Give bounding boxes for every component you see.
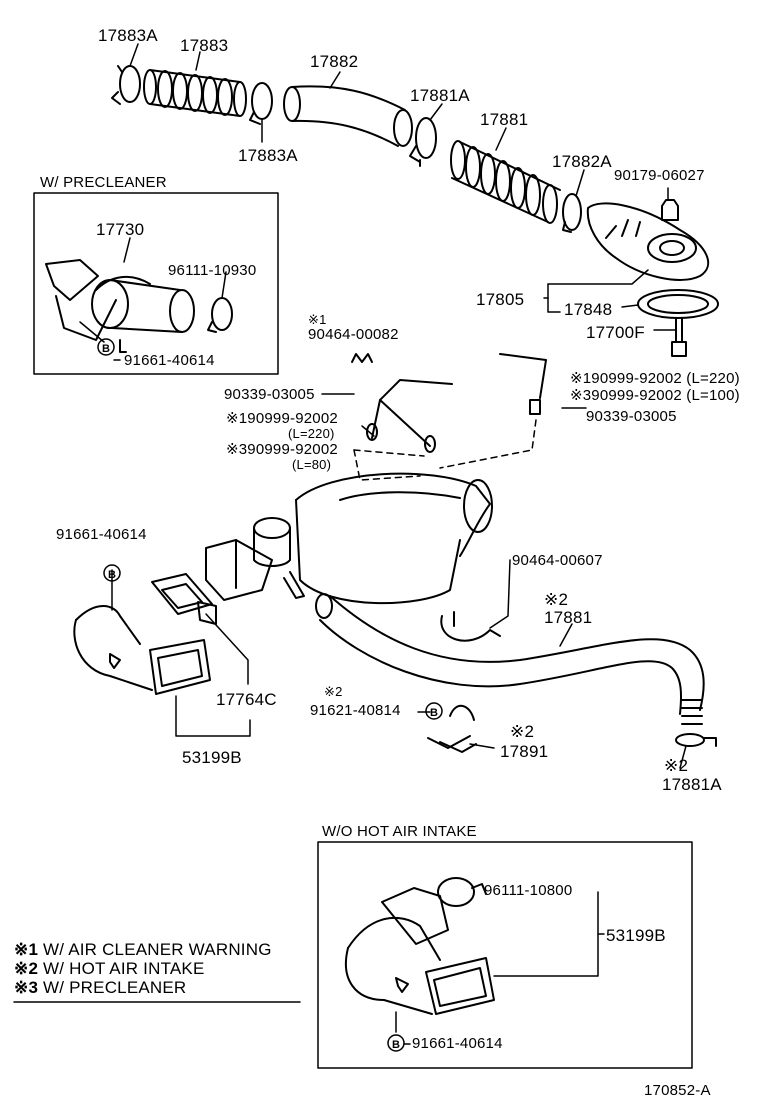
label-17882: 17882 (310, 52, 359, 71)
notes-legend: ※1 W/ AIR CLEANER WARNING ※2 W/ HOT AIR … (14, 940, 272, 997)
note-1-text: W/ AIR CLEANER WARNING (43, 940, 272, 959)
duct-53199b (73, 605, 211, 695)
label-91661-40614-bottom: 91661-40614 (412, 1035, 503, 1052)
label-17883: 17883 (180, 36, 229, 55)
label-l80: (L=80) (292, 457, 332, 472)
label-96111-10930: 96111-10930 (168, 262, 257, 279)
precleaner-17730 (45, 259, 195, 353)
pipe-17882 (283, 85, 413, 147)
clamp-17883a-right (249, 82, 273, 125)
bolt-symbol-precleaner: B (97, 338, 115, 356)
note-3: ※3 W/ PRECLEANER (14, 978, 272, 997)
air-cleaner-housing (205, 472, 493, 605)
label-17882a: 17882A (552, 152, 612, 171)
clamp-17883a-left (111, 65, 141, 105)
hose-17881-bellows (450, 140, 561, 224)
label-17848: 17848 (564, 300, 613, 319)
label-91661-40614-left: 91661-40614 (56, 526, 147, 543)
label-53199b-wo-hot-air: 53199B (606, 926, 666, 945)
duct-53199b-wo-hot-air (344, 887, 495, 1015)
hose-90999-92002-left (366, 379, 453, 453)
hose-17883-bellows (143, 69, 247, 117)
cap-90179 (661, 199, 679, 221)
svg-text:B: B (430, 707, 438, 719)
diagram-code: 170852-A (644, 1082, 711, 1099)
label-17881a: 17881A (410, 86, 470, 105)
label-l220-left: (L=220) (288, 426, 335, 441)
label-17764c: 17764C (216, 690, 277, 709)
label-90464-00607: 90464-00607 (512, 552, 603, 569)
label-90339-03005-right: 90339-03005 (586, 408, 677, 425)
label-17881a-hot-air-mark: ※2 (664, 756, 689, 775)
label-90999-92002-l220-right: ※190999-92002 (L=220) (570, 370, 740, 387)
label-91661-40614-precleaner: 91661-40614 (124, 352, 215, 369)
hose-90999-92002-right (499, 353, 547, 415)
hose-17881-hot-air (315, 593, 705, 725)
hot-air-box (317, 841, 693, 1069)
note-1-mark: ※1 (14, 940, 39, 959)
label-90179-06027: 90179-06027 (614, 167, 705, 184)
bolt-symbol-hot-air: B (425, 702, 443, 720)
bolt-symbol-left: B (103, 564, 121, 582)
label-17891: 17891 (500, 742, 549, 761)
label-90999-92002-l100: ※390999-92002 (L=100) (570, 387, 740, 404)
stud-17700f (671, 317, 687, 357)
note-3-mark: ※3 (14, 978, 39, 997)
svg-text:B: B (102, 343, 110, 355)
label-91621-mark: ※2 (324, 684, 343, 699)
label-17883a-bottom: 17883A (238, 146, 298, 165)
label-53199b: 53199B (182, 748, 242, 767)
hot-air-title: W/O HOT AIR INTAKE (322, 823, 477, 840)
gasket-17848 (637, 289, 719, 319)
note-1: ※1 W/ AIR CLEANER WARNING (14, 940, 272, 959)
label-17730: 17730 (96, 220, 145, 239)
precleaner-box (33, 192, 279, 375)
label-17891-mark: ※2 (510, 722, 535, 741)
clamp-17882a (562, 193, 582, 233)
label-90999-92002-l220-left: ※190999-92002 (226, 410, 338, 427)
clip-90464-00082 (351, 353, 373, 363)
label-17805: 17805 (476, 290, 525, 309)
precleaner-title: W/ PRECLEANER (40, 174, 167, 191)
air-cleaner-cap-17805 (586, 202, 710, 281)
label-90339-03005-left: 90339-03005 (224, 386, 315, 403)
label-17881a-hot-air: 17881A (662, 775, 722, 794)
label-90464-00082: 90464-00082 (308, 326, 399, 343)
bracket-17891 (427, 705, 477, 753)
note-2-text: W/ HOT AIR INTAKE (43, 959, 205, 978)
clamp-96111-10930 (207, 297, 233, 333)
clip-90464-00607 (440, 611, 501, 642)
clamp-17881a-hot-air (675, 733, 717, 747)
note-3-text: W/ PRECLEANER (43, 978, 187, 997)
label-90999-92002-l80: ※390999-92002 (226, 441, 338, 458)
label-17881: 17881 (480, 110, 529, 129)
label-91621-40814: 91621-40814 (310, 702, 401, 719)
label-17883a-top: 17883A (98, 26, 158, 45)
clamp-17881a (409, 117, 437, 167)
bolt-symbol-bottom: B (387, 1034, 405, 1052)
label-17881-hot-air: 17881 (544, 608, 593, 627)
label-96111-10800: 96111-10800 (484, 882, 573, 899)
note-2: ※2 W/ HOT AIR INTAKE (14, 959, 272, 978)
svg-text:B: B (392, 1039, 400, 1051)
note-2-mark: ※2 (14, 959, 39, 978)
label-note1-mark: ※1 (308, 312, 327, 327)
label-17700f: 17700F (586, 323, 645, 342)
clamp-96111-10800 (437, 877, 487, 907)
label-17881-hot-air-mark: ※2 (544, 590, 569, 609)
svg-text:B: B (108, 569, 116, 581)
